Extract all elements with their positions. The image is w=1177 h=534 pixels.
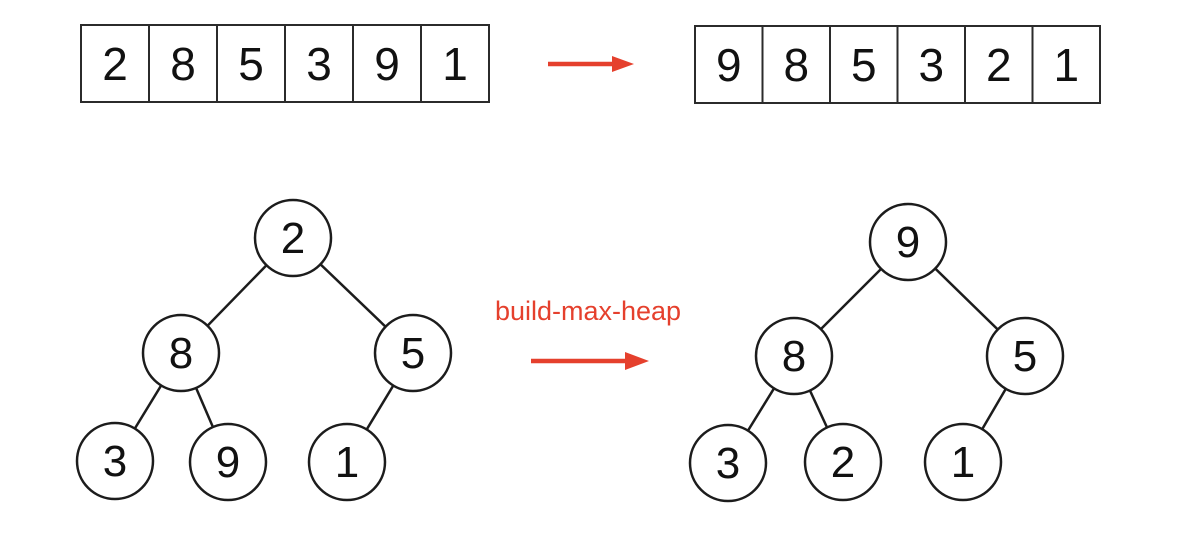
arrow-head-icon <box>625 352 649 370</box>
output-tree-node-left-right <box>803 422 883 502</box>
input-array: 2 8 5 3 9 1 <box>80 24 490 103</box>
input-array-value: 1 <box>442 38 468 90</box>
output-array-value: 8 <box>783 39 809 91</box>
input-tree-value: 2 <box>281 214 305 263</box>
array-transform-arrow <box>548 56 634 72</box>
output-tree-value: 9 <box>896 218 920 267</box>
input-array-value: 5 <box>238 38 264 90</box>
output-tree-value: 2 <box>831 438 855 487</box>
output-tree-value: 3 <box>716 439 740 488</box>
output-array-value: 3 <box>918 39 944 91</box>
output-array-value: 9 <box>716 39 742 91</box>
input-tree: 2 8 5 3 9 1 <box>75 198 453 502</box>
input-tree-value: 5 <box>401 329 425 378</box>
output-array-value: 1 <box>1053 39 1079 91</box>
output-tree-node-right <box>985 316 1065 396</box>
output-array-value: 5 <box>851 39 877 91</box>
input-array-value: 2 <box>102 38 128 90</box>
output-array-value: 2 <box>986 39 1012 91</box>
output-array-cell-3 <box>896 25 966 104</box>
input-tree-node-right-left <box>307 422 387 502</box>
output-tree-node-right-left <box>923 422 1003 502</box>
input-array-cell-2 <box>216 24 286 103</box>
input-tree-node-left-left <box>75 421 155 501</box>
output-tree-node-root <box>868 202 948 282</box>
input-array-cell-4 <box>352 24 422 103</box>
output-tree-node-left <box>754 316 834 396</box>
output-tree-node-left-left <box>688 423 768 503</box>
output-array-cell-5 <box>1031 25 1101 104</box>
input-tree-node-left-right <box>188 422 268 502</box>
input-array-cell-5 <box>420 24 490 103</box>
output-tree-value: 8 <box>782 332 806 381</box>
input-tree-value: 9 <box>216 438 240 487</box>
output-tree-value: 1 <box>951 438 975 487</box>
output-tree-value: 5 <box>1013 332 1037 381</box>
input-array-value: 8 <box>170 38 196 90</box>
input-tree-value: 3 <box>103 437 127 486</box>
input-tree-node-left <box>141 313 221 393</box>
input-array-value: 9 <box>374 38 400 90</box>
input-tree-node-right <box>373 313 453 393</box>
output-array: 9 8 5 3 2 1 <box>694 25 1101 104</box>
input-array-value: 3 <box>306 38 332 90</box>
input-array-cell-1 <box>148 24 218 103</box>
input-tree-value: 1 <box>335 438 359 487</box>
transform-annotation: build-max-heap <box>495 296 681 370</box>
output-tree: 9 8 5 3 2 1 <box>688 202 1065 503</box>
output-array-cell-4 <box>964 25 1034 104</box>
input-tree-value: 8 <box>169 329 193 378</box>
input-tree-node-root <box>253 198 333 278</box>
input-array-cell-0 <box>80 24 150 103</box>
arrow-head-icon <box>612 56 634 72</box>
output-array-cell-2 <box>829 25 899 104</box>
transform-label: build-max-heap <box>495 296 681 326</box>
